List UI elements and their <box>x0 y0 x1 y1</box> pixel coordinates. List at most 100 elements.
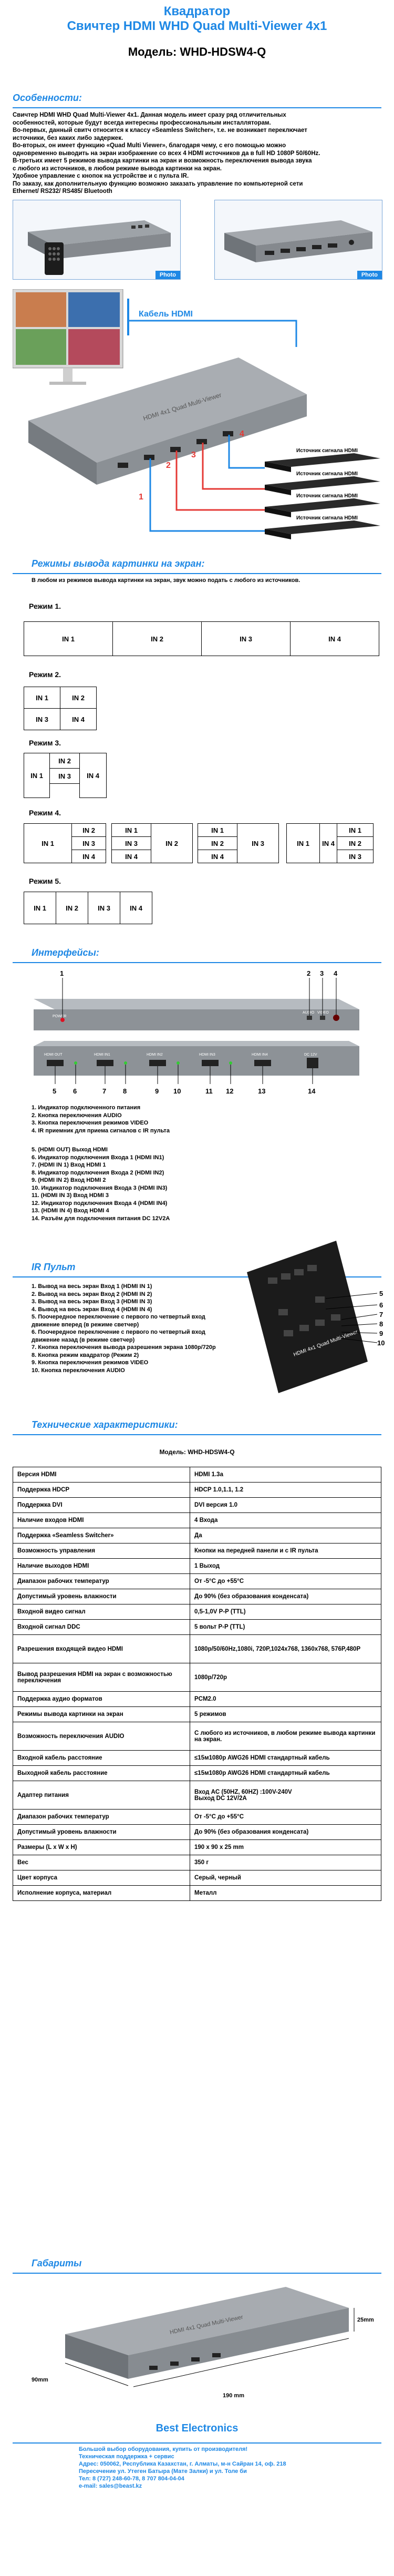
spec-value: HDMI 1.3a <box>190 1467 381 1483</box>
spec-value-line: Металл <box>194 1890 217 1896</box>
mode-cell: IN 1 <box>24 892 56 924</box>
mode-5-label: Режим 5. <box>29 877 61 885</box>
product-photo-rear: Photo <box>214 200 382 280</box>
front-num: 2 <box>307 969 310 977</box>
specs-model: Модель: WHD-HDSW4-Q <box>159 1448 235 1456</box>
spec-value: От -5°C до +55°C <box>190 1573 381 1589</box>
mode-cell: IN 1 <box>198 823 237 837</box>
ir-legend-item: 6. Поочередное переключение с первого по… <box>32 1329 205 1335</box>
spec-value-line: До 90% (без образования конденсата) <box>194 1593 309 1600</box>
spec-row: Размеры (L x W x H)190 x 90 x 25 mm <box>13 1839 381 1855</box>
spec-name: Допустимый уровень влажности <box>13 1589 190 1604</box>
spec-value-line: 190 x 90 x 25 mm <box>194 1844 244 1851</box>
mode-cell: IN 2 <box>151 823 193 863</box>
spec-value: DVI версия 1.0 <box>190 1497 381 1513</box>
rear-num: 5 <box>53 1087 56 1095</box>
ir-num: 10 <box>377 1339 385 1347</box>
mode-cell: IN 1 <box>24 753 50 798</box>
footer-line: Тел: 8 (727) 248-60-78, 8 707 804-04-04 <box>79 2476 184 2482</box>
rear-num: 6 <box>73 1087 77 1095</box>
mode-cell: IN 1 <box>337 823 374 837</box>
specs-heading: Технические характеристики: <box>32 1419 178 1430</box>
ir-legend-item: 8. Кнопка режим квадратор (Режим 2) <box>32 1352 139 1358</box>
spec-name: Возможность управления <box>13 1543 190 1559</box>
footer-line: Пересечение ул. Утеген Батыра (Мате Залк… <box>79 2468 247 2475</box>
ir-num: 6 <box>379 1301 383 1309</box>
spec-name: Выходной кабель расстояние <box>13 1765 190 1781</box>
dim-height: 25mm <box>357 2317 374 2323</box>
hdmi-source-4: Источник сигнала HDMI <box>265 515 380 539</box>
mode-cell: IN 4 <box>198 850 237 863</box>
spec-row: Исполнение корпуса, материал Металл <box>13 1885 381 1901</box>
mode-cell: IN 2 <box>56 892 88 924</box>
ir-num: 8 <box>379 1320 383 1328</box>
modes-rule <box>13 573 381 574</box>
spec-name: Наличие входов HDMI <box>13 1512 190 1528</box>
front-legend-item: 4. IR приемник для приема сигналов с IR … <box>32 1127 170 1134</box>
spec-name: Цвет корпуса <box>13 1870 190 1886</box>
photo-tag: Photo <box>357 271 382 279</box>
spec-name: Допустимый уровень влажности <box>13 1824 190 1840</box>
rear-num: 14 <box>308 1087 316 1095</box>
source-label: Источник сигнала HDMI <box>296 493 358 499</box>
spec-name: Исполнение корпуса, материал <box>13 1885 190 1901</box>
spec-value: 1 Выход <box>190 1558 381 1574</box>
spec-name: Поддержка аудио форматов <box>13 1691 190 1707</box>
spec-value-line: DVI версия 1.0 <box>194 1502 238 1508</box>
spec-value-line: Вход AC (50HZ, 60HZ) :100V-240V <box>194 1788 292 1795</box>
ir-legend-item: движение назад (в режиме светчер) <box>32 1336 135 1343</box>
front-legend-item: 2. Кнопка переключения AUDIO <box>32 1112 122 1119</box>
features-line: Во-вторых, он имеет функцию «Quad Multi … <box>13 142 286 149</box>
rear-legend-item: 7. (HDMI IN 1) Вход HDMI 1 <box>32 1162 106 1168</box>
features-line: источники, без каких либо задержек. <box>13 135 123 141</box>
spec-row: Допустимый уровень влажности До 90% (без … <box>13 1589 381 1604</box>
front-num: 1 <box>60 969 64 977</box>
ir-legend-item: 3. Вывод на весь экран Вход 3 (HDMI IN 3… <box>32 1299 152 1305</box>
rear-legend-item: 6. Индикатор подключения Входа 1 (HDMI I… <box>32 1154 164 1161</box>
spec-value: Металл <box>190 1885 381 1901</box>
rear-num: 13 <box>258 1087 265 1095</box>
source-label: Источник сигнала HDMI <box>296 471 358 477</box>
modes-heading: Режимы вывода картинки на экран: <box>32 558 205 569</box>
spec-value: С любого из источников, в любом режиме в… <box>190 1722 381 1751</box>
spec-value-line: От -5°C до +55°C <box>194 1814 244 1820</box>
mode-cell: IN 4 <box>60 708 97 730</box>
spec-name: Версия HDMI <box>13 1467 190 1483</box>
dimensions-rule <box>13 2273 381 2274</box>
features-line: Во-первых, данный свитч относится к клас… <box>13 127 307 134</box>
rear-legend-item: 13. (HDMI IN 4) Вход HDMI 4 <box>32 1208 109 1214</box>
spec-value: 1080p/720p <box>190 1663 381 1692</box>
spec-value: 4 Входа <box>190 1512 381 1528</box>
power-label: POWER <box>53 1015 66 1018</box>
rear-num: 12 <box>226 1087 233 1095</box>
features-line: По заказу, как дополнительную функцию во… <box>13 180 303 187</box>
ir-legend-item: 10. Кнопка переключения AUDIO <box>32 1367 125 1374</box>
spec-name: Входной видео сигнал <box>13 1604 190 1620</box>
spec-name: Режимы вывода картинки на экран <box>13 1706 190 1722</box>
features-rule <box>13 107 381 108</box>
ir-legend-item: 2. Вывод на весь экран Вход 2 (HDMI IN 2… <box>32 1291 152 1297</box>
mode-cell: IN 2 <box>198 836 237 850</box>
footer-title: Best Electronics <box>155 2422 239 2434</box>
interfaces-heading: Интерфейсы: <box>32 947 99 958</box>
rear-port-label: HDMI IN3 <box>199 1053 215 1057</box>
ir-legend-item: движение вперед (в режиме светчер) <box>32 1321 139 1328</box>
mode-cell: IN 4 <box>79 753 107 798</box>
spec-value: 1080p/50/60Hz,1080i, 720P,1024x768, 1360… <box>190 1634 381 1663</box>
footer-rule <box>13 2442 381 2444</box>
mode-cell: IN 3 <box>71 836 106 850</box>
rear-port-label: HDMI IN2 <box>147 1053 163 1057</box>
spec-name: Поддержка DVI <box>13 1497 190 1513</box>
mode-cell: IN 3 <box>111 836 151 850</box>
